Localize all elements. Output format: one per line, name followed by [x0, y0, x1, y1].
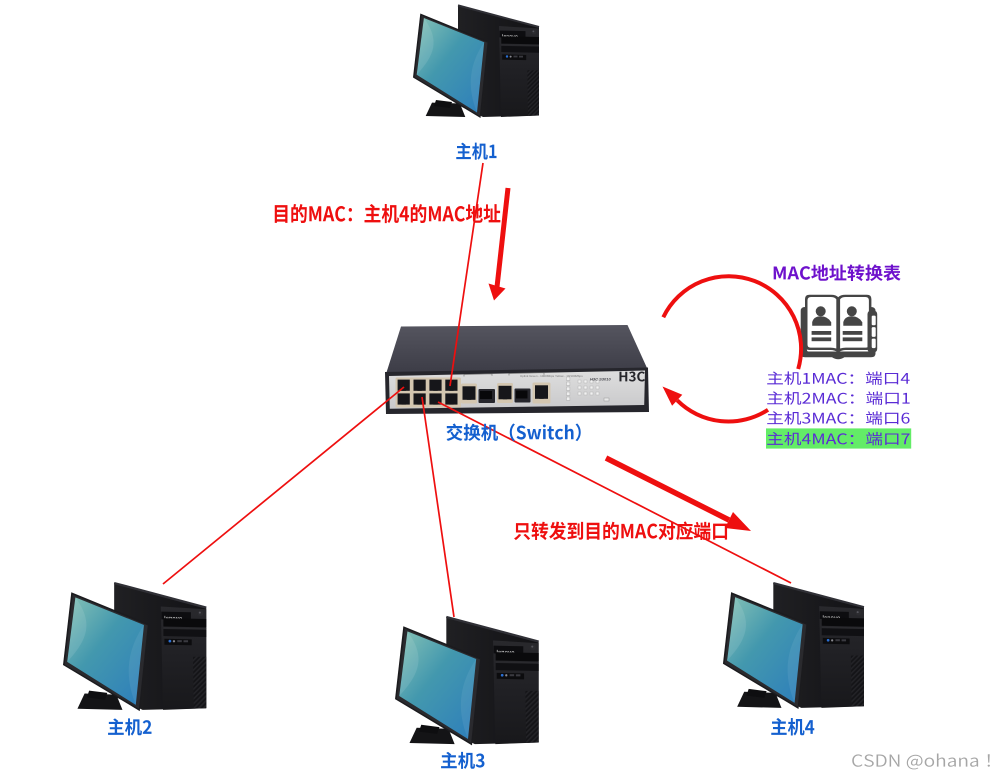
svg-text:H3C S3010: H3C S3010 — [590, 377, 611, 382]
svg-text:Uplink Green - 1000Mbps Yell: Uplink Green - 1000Mbps Yellow - 10/100M… — [520, 374, 583, 378]
